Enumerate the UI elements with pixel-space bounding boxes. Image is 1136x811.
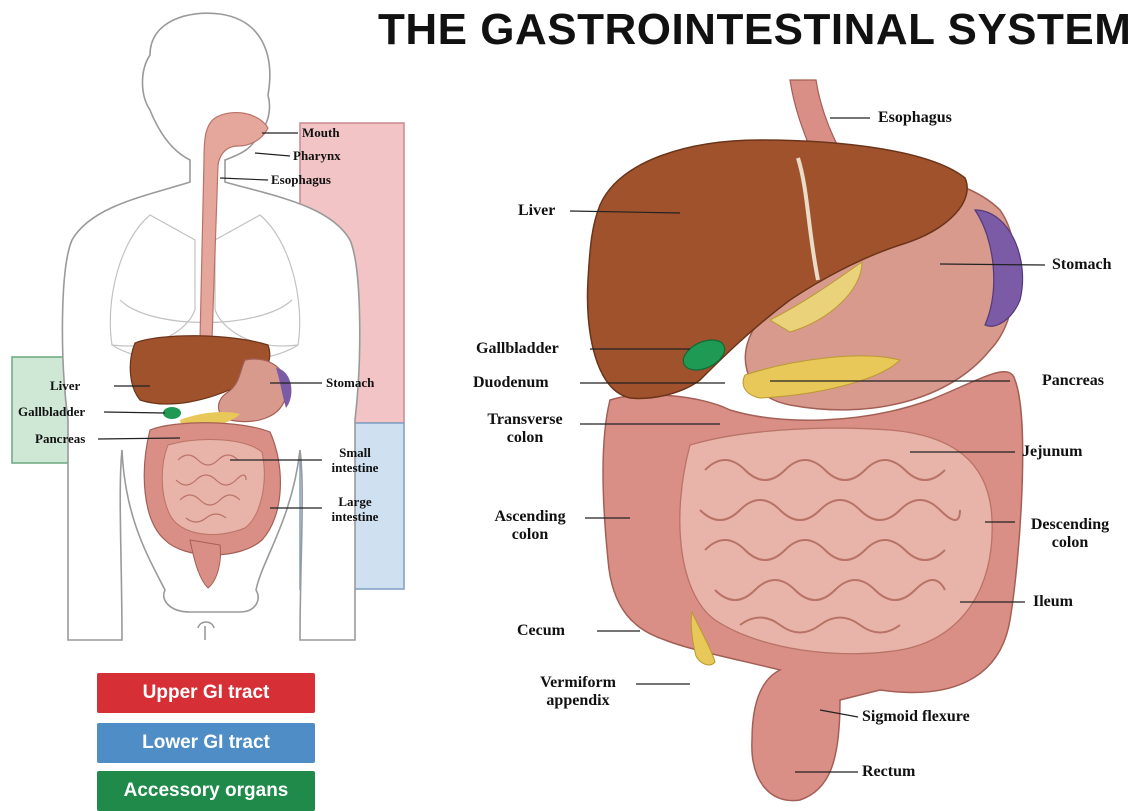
label-descending-colon: Descending colon bbox=[1018, 516, 1122, 553]
label-liver-overview: Liver bbox=[50, 379, 80, 394]
label-liver: Liver bbox=[518, 202, 555, 220]
label-jejunum: Jejunum bbox=[1022, 443, 1082, 461]
label-stomach-overview: Stomach bbox=[326, 376, 374, 391]
label-gallbladder-overview: Gallbladder bbox=[18, 405, 85, 420]
label-large-intestine: Large intestine bbox=[322, 495, 388, 525]
label-sigmoid-flexure: Sigmoid flexure bbox=[862, 708, 970, 726]
label-pancreas: Pancreas bbox=[1042, 372, 1104, 390]
label-esophagus: Esophagus bbox=[878, 109, 952, 127]
label-ascending-colon: Ascending colon bbox=[478, 508, 582, 545]
label-vermiform-appendix: Vermiform appendix bbox=[526, 674, 630, 711]
label-small-intestine: Small intestine bbox=[322, 446, 388, 476]
legend-accessory-organs: Accessory organs bbox=[97, 771, 315, 811]
label-cecum: Cecum bbox=[517, 622, 565, 640]
label-ileum: Ileum bbox=[1033, 593, 1073, 611]
label-pharynx: Pharynx bbox=[293, 149, 341, 164]
label-gallbladder: Gallbladder bbox=[476, 340, 559, 358]
legend-upper-gi-tract: Upper GI tract bbox=[97, 673, 315, 713]
overview-gallbladder bbox=[163, 407, 181, 419]
label-mouth: Mouth bbox=[302, 126, 340, 141]
label-transverse-colon: Transverse colon bbox=[473, 411, 577, 448]
label-rectum: Rectum bbox=[862, 763, 915, 781]
label-stomach: Stomach bbox=[1052, 256, 1112, 274]
label-duodenum: Duodenum bbox=[473, 374, 549, 392]
legend-lower-gi-tract: Lower GI tract bbox=[97, 723, 315, 763]
label-pancreas-overview: Pancreas bbox=[35, 432, 85, 447]
label-esophagus-overview: Esophagus bbox=[271, 173, 331, 188]
